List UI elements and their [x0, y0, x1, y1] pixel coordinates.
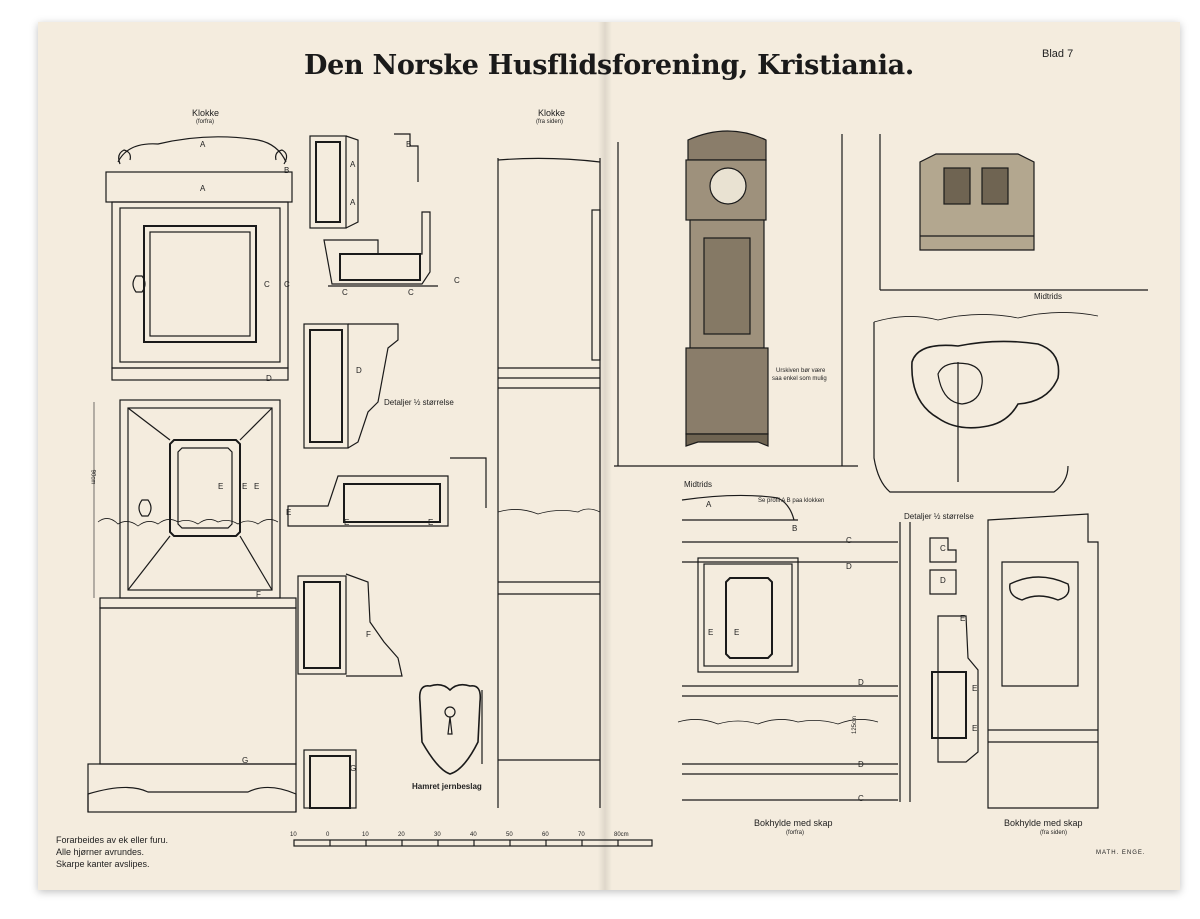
letter-a-4: A	[350, 198, 356, 207]
letter-b-1: B	[284, 166, 290, 175]
plate-title: Den Norske Husflidsforening, Kristiania.	[304, 50, 914, 81]
letter-a-2: A	[200, 184, 206, 193]
note-line: Skarpe kanter avslipes.	[56, 859, 150, 869]
letter-d-5: D	[858, 760, 864, 769]
letter-d-1: D	[266, 374, 272, 383]
shelf-front-label: Bokhylde med skap	[754, 818, 833, 828]
artist-signature: MATH. ENGE.	[1096, 850, 1146, 856]
profile-note: Se profil A B paa klokken	[758, 498, 825, 504]
scale-tick-7: 60	[542, 832, 549, 838]
scale-tick-3: 20	[398, 832, 405, 838]
letter-c-3: C	[342, 288, 348, 297]
letter-e-5: E	[344, 518, 350, 527]
scale-tick-9: 80cm	[614, 832, 629, 838]
shelf-height-dimension: 125cm	[852, 715, 859, 735]
letter-e-6: E	[428, 518, 434, 527]
letter-a-3: A	[350, 160, 356, 169]
letter-e-2: E	[242, 482, 248, 491]
letter-c-5: C	[454, 276, 460, 285]
midtrids-top-label: Midtrids	[1034, 292, 1063, 301]
bookshelf-illustration	[879, 134, 1148, 291]
construction-notes: Forarbeides av ek eller furu. Alle hjørn…	[56, 834, 168, 870]
letter-c-1: C	[264, 280, 270, 289]
bookshelf-front-drawing	[677, 494, 911, 802]
clock-height-dimension: 90cm	[89, 469, 96, 485]
clock-side-sublabel: (fra siden)	[536, 119, 564, 125]
scale-tick-5: 40	[470, 832, 477, 838]
letter-a-5: A	[706, 500, 712, 509]
letter-e-1: E	[218, 482, 224, 491]
clock-side-label: Klokke	[538, 108, 566, 118]
clock-details-label: Detaljer ½ størrelse	[384, 398, 454, 407]
scale-tick-1: 0	[326, 832, 330, 838]
scale-tick-8: 70	[578, 832, 585, 838]
letter-d-3: D	[846, 562, 852, 571]
letter-e-9: E	[960, 614, 966, 623]
hinge-label: Hamret jernbeslag	[412, 782, 482, 791]
shelf-side-sublabel: (fra siden)	[1040, 830, 1068, 836]
scale-tick-2: 10	[362, 832, 369, 838]
clock-front-drawing	[87, 136, 297, 813]
scale-bar	[293, 839, 653, 847]
sheet-number: Blad 7	[1042, 48, 1074, 60]
letter-e-11: E	[972, 724, 978, 733]
dial-note-line2: saa enkel som mulig	[772, 376, 827, 382]
scale-tick-0: 10	[290, 832, 297, 838]
letter-b-2: B	[406, 140, 412, 149]
bookshelf-side-drawing	[987, 513, 1099, 809]
letter-b-3: B	[792, 524, 798, 533]
scale-tick-6: 50	[506, 832, 513, 838]
letter-d-4: D	[858, 678, 864, 687]
grandfather-clock-illustration	[614, 130, 858, 467]
letter-e-10: E	[972, 684, 978, 693]
note-line: Forarbeides av ek eller furu.	[56, 835, 169, 845]
bookshelf-details-drawing	[929, 537, 979, 763]
letter-c-4: C	[408, 288, 414, 297]
technical-drawings	[87, 130, 1148, 847]
letter-d-2: D	[356, 366, 362, 375]
letter-e-3: E	[254, 482, 260, 491]
clock-side-drawing	[497, 157, 601, 808]
midtrids-bottom-label: Midtrids	[684, 480, 713, 489]
clock-front-label: Klokke	[192, 108, 220, 118]
dial-note-line1: Urskiven bør være	[776, 368, 826, 374]
letter-e-8: E	[734, 628, 740, 637]
letter-d-6: D	[940, 576, 946, 585]
letter-c-7: C	[858, 794, 864, 803]
letter-a-1: A	[200, 140, 206, 149]
letter-f-2: F	[366, 630, 371, 639]
letter-g-2: G	[350, 764, 357, 773]
letter-e-4: E	[286, 508, 292, 517]
center-fold	[598, 22, 612, 890]
scale-tick-4: 30	[434, 832, 441, 838]
plate-sheet: Den Norske Husflidsforening, Kristiania.…	[38, 22, 1180, 890]
letter-c-6: C	[846, 536, 852, 545]
shelf-front-sublabel: (forfra)	[786, 830, 804, 836]
shelf-details-label: Detaljer ½ størrelse	[904, 512, 974, 521]
letter-c-2: C	[284, 280, 290, 289]
letter-e-7: E	[708, 628, 714, 637]
shelf-side-label: Bokhylde med skap	[1004, 818, 1083, 828]
note-line: Alle hjørner avrundes.	[56, 847, 145, 857]
clock-front-sublabel: (forfra)	[196, 119, 214, 125]
letter-g-1: G	[242, 756, 249, 765]
letter-c-8: C	[940, 544, 946, 553]
letter-f-1: F	[256, 590, 261, 599]
clock-details-drawing	[287, 133, 487, 809]
midtrids-top-drawing	[873, 312, 1099, 493]
